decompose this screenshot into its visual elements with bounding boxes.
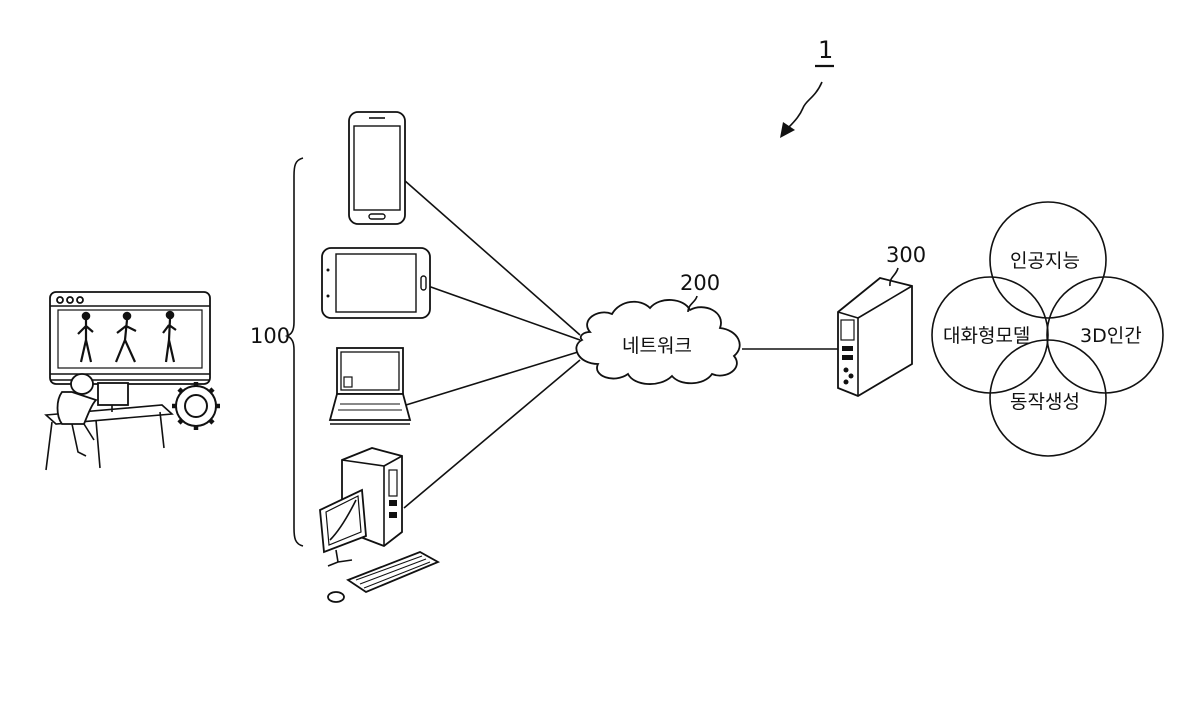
server-led (844, 380, 849, 385)
tablet-sensor (327, 295, 330, 298)
gear-icon (172, 382, 220, 430)
server-slot (842, 355, 853, 360)
figure-arrow-shaft (788, 82, 822, 128)
venn-diagram: 인공지능 대화형모델 3D인간 동작생성 (932, 202, 1163, 456)
tower-button (389, 500, 397, 506)
venn-label-left: 대화형모델 (943, 325, 1030, 347)
desk-leg (160, 412, 164, 448)
window-dot (67, 297, 73, 303)
venn-label-top: 인공지능 (1010, 250, 1080, 272)
cloud-icon: 네트워크 200 (576, 271, 739, 384)
window-dot (77, 297, 83, 303)
figure-reference: 1 (780, 36, 834, 138)
user-workstation-icon (46, 292, 220, 470)
laptop-keyboard-deck (330, 394, 410, 420)
phone-body (349, 112, 405, 224)
figure-number: 1 (818, 36, 833, 64)
server-led (844, 368, 849, 373)
venn-label-right: 3D인간 (1080, 325, 1142, 347)
tablet-body (322, 248, 430, 318)
monitor-stand (328, 550, 352, 566)
venn-label-bottom: 동작생성 (1010, 391, 1080, 413)
window-dot (57, 297, 63, 303)
desk-leg (46, 422, 52, 470)
network-ref-label: 200 (680, 271, 720, 295)
tablet-icon (322, 248, 430, 318)
devices-group: 100 (250, 158, 303, 546)
server-ref-label: 300 (886, 243, 926, 267)
mouse (328, 592, 344, 602)
devices-brace (287, 158, 303, 546)
devices-ref-label: 100 (250, 324, 290, 348)
link-tablet-network (428, 286, 580, 340)
server-led (849, 374, 854, 379)
figure-arrow-head (780, 122, 795, 138)
laptop-icon (330, 348, 410, 424)
server-icon: 300 (838, 243, 926, 396)
network-label: 네트워크 (622, 335, 692, 357)
desk-leg (96, 420, 100, 468)
server-case (838, 278, 912, 396)
desktop-computer-icon (320, 448, 438, 602)
tower-button (389, 512, 397, 518)
link-laptop-network (406, 352, 578, 405)
link-desktop-network (404, 360, 580, 508)
server-slot (842, 346, 853, 351)
desk-monitor (98, 383, 128, 405)
seated-person-icon (58, 374, 97, 456)
tablet-sensor (327, 269, 330, 272)
smartphone-icon (349, 112, 405, 224)
